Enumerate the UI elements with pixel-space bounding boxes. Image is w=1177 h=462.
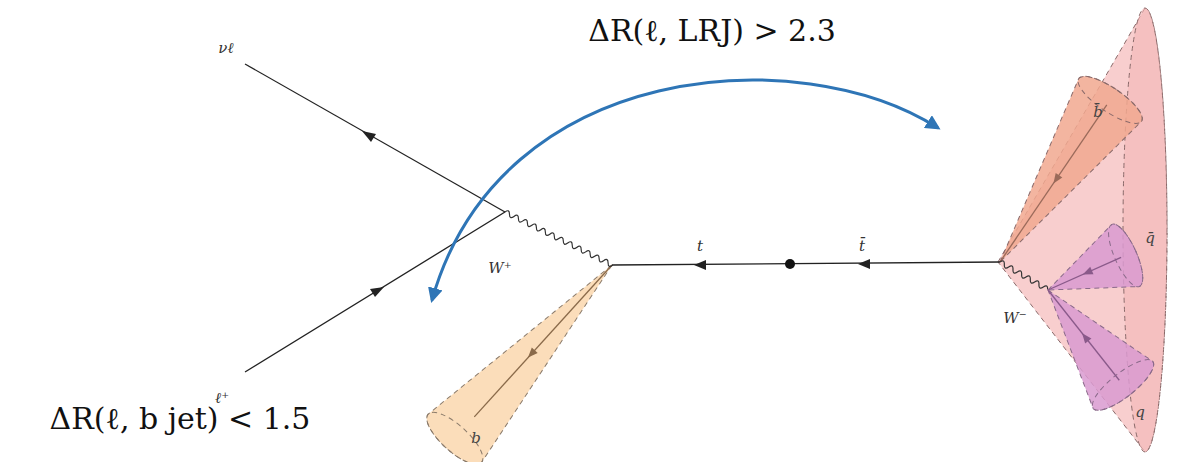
b-cone [419, 241, 638, 462]
jet-cone: b̄ [1090, 102, 1106, 122]
parton-label: q [1135, 403, 1145, 421]
jet-cone: q̄ [1142, 228, 1158, 248]
lepton-line [245, 212, 505, 372]
particle-label: νℓ [218, 39, 233, 57]
w-plus-boson [504, 210, 614, 268]
neutrino-arrow [362, 131, 376, 142]
qbar-cone [1034, 220, 1149, 321]
delta-r-arrow [432, 80, 938, 300]
particle-label: W⁺ [488, 259, 511, 277]
jet-cone: b [468, 428, 484, 448]
delta-r-cut: ΔR(ℓ, LRJ) > 2.3 [588, 13, 836, 48]
parton-label: b [471, 429, 481, 447]
antitop-arrow [858, 259, 870, 269]
q-cone [1018, 266, 1160, 417]
w-minus-boson [999, 260, 1049, 292]
particle-label: t [697, 237, 703, 255]
neutrino-line [245, 64, 505, 212]
jet-cone: q [1132, 402, 1148, 422]
top-arrow [694, 260, 706, 270]
production-vertex [785, 259, 795, 269]
particle-label: W⁻ [1003, 309, 1026, 327]
parton-label: b̄ [1093, 103, 1103, 121]
delta-r-cut: ΔR(ℓ, b jet) < 1.5 [50, 401, 311, 436]
top-propagator [612, 262, 1000, 265]
parton-label: q̄ [1145, 229, 1155, 247]
particle-label: t̄ [859, 237, 865, 255]
lepton-arrow [370, 287, 384, 297]
